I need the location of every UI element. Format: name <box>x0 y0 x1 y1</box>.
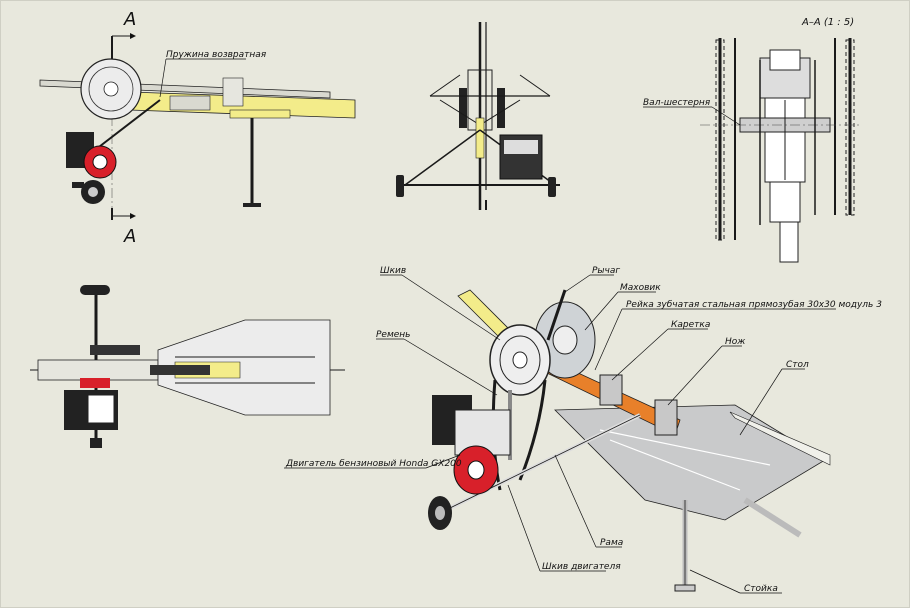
label-flywheel: Маховик <box>620 283 661 293</box>
section-mark-bottom: A <box>123 226 136 247</box>
label-engine: Двигатель бензиновый Honda GX200 <box>285 459 462 469</box>
front-view <box>396 22 560 210</box>
side-view <box>39 33 356 220</box>
label-lever: Рычаг <box>592 266 620 276</box>
label-table: Стол <box>786 360 809 370</box>
label-spring: Пружина возвратная <box>166 50 267 60</box>
section-title: A–A (1 : 5) <box>801 17 854 28</box>
label-knife: Нож <box>725 337 746 347</box>
label-pulley: Шкив <box>380 266 406 276</box>
label-rack: Рейка зубчатая стальная прямозубая 30х30… <box>626 300 882 310</box>
section-mark-top: A <box>123 9 136 30</box>
label-carriage: Каретка <box>671 320 710 330</box>
label-belt: Ремень <box>376 330 410 340</box>
label-frame: Рама <box>600 538 623 548</box>
section-a-a-view <box>700 38 860 263</box>
top-view <box>30 285 345 448</box>
label-stand: Стойка <box>744 584 778 594</box>
label-engine-pulley: Шкив двигателя <box>542 562 621 572</box>
isometric-view <box>428 289 831 592</box>
label-shaft-gear: Вал-шестерня <box>643 98 711 108</box>
